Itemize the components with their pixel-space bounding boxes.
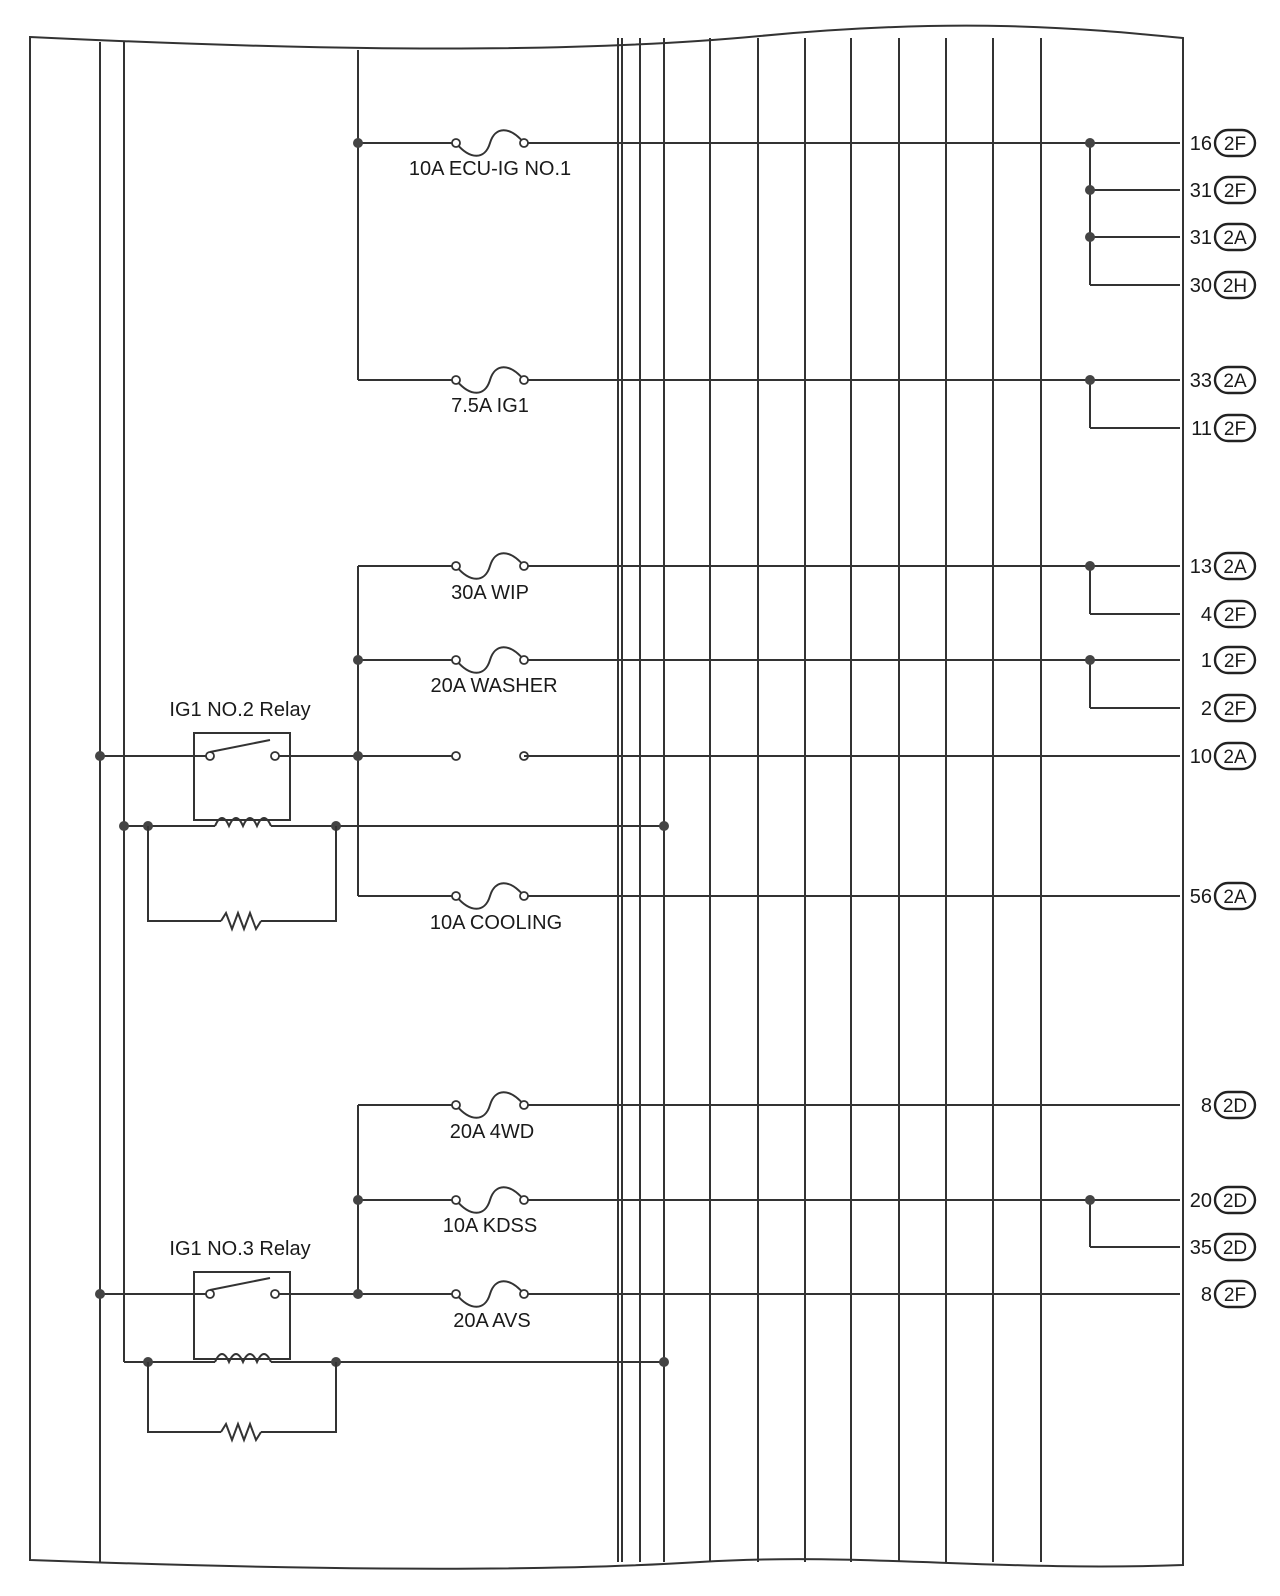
connector-id: 2D: [1223, 1096, 1247, 1117]
fuse-label: 20A WASHER: [430, 675, 557, 697]
connector-id: 2F: [1224, 605, 1246, 626]
connector-id: 2F: [1224, 419, 1246, 440]
connector-id: 2F: [1224, 134, 1246, 155]
pin-number: 13: [1190, 556, 1212, 578]
pin-number: 4: [1201, 604, 1212, 626]
output-pin: 35 2D: [1190, 1232, 1257, 1262]
pin-number: 8: [1201, 1095, 1212, 1117]
output-pin: 20 2D: [1190, 1185, 1257, 1215]
connector-id: 2H: [1223, 276, 1247, 297]
relay-label: IG1 NO.3 Relay: [169, 1238, 310, 1260]
pin-number: 2: [1201, 698, 1212, 720]
pin-number: 1: [1201, 650, 1212, 672]
pin-number: 20: [1190, 1190, 1212, 1212]
connector-id: 2A: [1223, 557, 1247, 578]
connector-badge: [1213, 645, 1257, 675]
harness-lines: [617, 38, 1042, 1562]
pin-number: 56: [1190, 886, 1212, 908]
fuse-cooling: 10A COOLING: [358, 882, 1180, 934]
connector-badge: [1213, 413, 1257, 443]
fuse-washer: 20A WASHER: [353, 646, 1180, 709]
relay-2-output-line: [95, 751, 1180, 761]
connector-badge: [1213, 741, 1257, 771]
fuse-label: 10A ECU-IG NO.1: [409, 158, 571, 180]
output-pin: 1 2F: [1201, 645, 1257, 675]
connector-badge: [1213, 1185, 1257, 1215]
connector-badge: [1213, 599, 1257, 629]
connector-badge: [1213, 693, 1257, 723]
relay-ig1-no3: IG1 NO.3 Relay: [124, 1238, 669, 1443]
output-pin: 31 2A: [1190, 222, 1257, 252]
connector-badge: [1213, 881, 1257, 911]
fuse-label: 20A AVS: [453, 1310, 530, 1332]
output-pin: 10 2A: [1190, 741, 1257, 771]
output-pin: 33 2A: [1190, 365, 1257, 395]
fuse-avs: 20A AVS: [95, 1280, 1180, 1332]
connector-badge: [1213, 1090, 1257, 1120]
connector-id: 2F: [1224, 699, 1246, 720]
pin-number: 31: [1190, 180, 1212, 202]
fuse-ecu-ig-no1: 10A ECU-IG NO.1: [353, 129, 1180, 180]
pin-number: 8: [1201, 1284, 1212, 1306]
fuse-4wd: 20A 4WD: [358, 1091, 1180, 1143]
pin-number: 35: [1190, 1237, 1212, 1259]
connector-badge: [1213, 1232, 1257, 1262]
fuse-label: 10A KDSS: [443, 1215, 538, 1237]
pin-number: 30: [1190, 275, 1212, 297]
output-pin: 8 2F: [1201, 1279, 1257, 1309]
pin-number: 31: [1190, 227, 1212, 249]
fuse-kdss: 10A KDSS: [353, 1186, 1180, 1248]
output-pin: 4 2F: [1201, 599, 1257, 629]
connector-badge: [1213, 1279, 1257, 1309]
fuse-label: 10A COOLING: [430, 912, 562, 934]
output-pin: 56 2A: [1190, 881, 1257, 911]
connector-id: 2A: [1223, 228, 1247, 249]
fuse-label: 7.5A IG1: [451, 395, 529, 417]
pin-number: 16: [1190, 133, 1212, 155]
fuse-ig1: 7.5A IG1: [358, 366, 1180, 429]
output-pin: 31 2F: [1190, 175, 1257, 205]
output-pin: 8 2D: [1201, 1090, 1257, 1120]
connector-id: 2D: [1223, 1238, 1247, 1259]
fuse-label: 20A 4WD: [450, 1121, 534, 1143]
connector-id: 2D: [1223, 1191, 1247, 1212]
connector-id: 2A: [1223, 371, 1247, 392]
output-pin: 16 2F: [1190, 128, 1257, 158]
pin-number: 10: [1190, 746, 1212, 768]
output-pin: 11 2F: [1191, 413, 1257, 443]
connector-id: 2F: [1224, 1285, 1246, 1306]
connector-badge: [1213, 551, 1257, 581]
fuse-label: 30A WIP: [451, 582, 529, 604]
branch-ecu-ig: [1085, 138, 1180, 286]
diagram-frame: [29, 24, 1184, 1570]
output-pin: 2 2F: [1201, 693, 1257, 723]
connector-id: 2F: [1224, 181, 1246, 202]
connector-id: 2A: [1223, 887, 1247, 908]
output-pin: 30 2H: [1190, 270, 1257, 300]
connector-badge: [1213, 222, 1257, 252]
fuse-wip: 30A WIP: [358, 552, 1180, 615]
output-pin: 13 2A: [1190, 551, 1257, 581]
connector-id: 2A: [1223, 747, 1247, 768]
relay-label: IG1 NO.2 Relay: [169, 699, 310, 721]
pin-number: 33: [1190, 370, 1212, 392]
output-connectors: 16 2F 31 2F 31 2A 30 2H 33 2A 11 2F 13 2A 4 2F 1 2F 2 2F 10 2…: [1190, 128, 1257, 1309]
connector-badge: [1213, 270, 1257, 300]
pin-number: 11: [1191, 418, 1212, 440]
connector-badge: [1213, 175, 1257, 205]
relay-ig1-no2: IG1 NO.2 Relay: [119, 699, 669, 932]
connector-badge: [1213, 128, 1257, 158]
connector-badge: [1213, 365, 1257, 395]
connector-id: 2F: [1224, 651, 1246, 672]
